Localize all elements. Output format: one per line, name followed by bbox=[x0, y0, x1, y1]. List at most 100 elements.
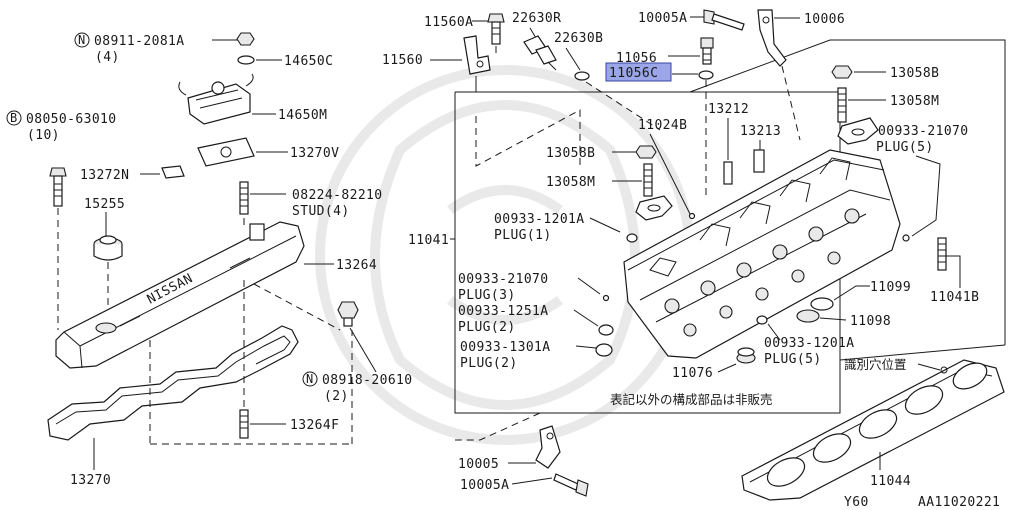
gasket-dash-frame bbox=[455, 412, 541, 441]
callout-14650C[interactable]: 14650C bbox=[237, 54, 333, 69]
part-label-08911-2081A: 08911-2081A bbox=[94, 34, 185, 49]
qty-label: (10) bbox=[27, 128, 60, 143]
cam-cap-dash-guide bbox=[475, 109, 581, 167]
callout-08050-63010[interactable]: B 08050-63010 (10) bbox=[6, 110, 117, 143]
part-label-plug: PLUG(5) bbox=[764, 352, 822, 367]
part-label-11099: 11099 bbox=[870, 280, 911, 295]
callout-15255[interactable]: 15255 bbox=[84, 197, 125, 236]
part-label-00933-1201A: 00933-1201A bbox=[764, 336, 855, 351]
callout-11099[interactable]: 11099 bbox=[833, 280, 911, 301]
part-label-plug: PLUG(3) bbox=[458, 288, 516, 303]
callout-10005A-bottom[interactable]: 10005A bbox=[460, 477, 553, 493]
callout-13270[interactable]: 13270 bbox=[70, 473, 111, 488]
callout-22630R[interactable]: 22630R bbox=[512, 11, 561, 39]
diagram-code: Y60 bbox=[844, 495, 869, 510]
plug-1201A-b-icon bbox=[756, 315, 768, 325]
washer-11056C-icon bbox=[698, 70, 714, 80]
not-for-sale-note: 表記以外の構成部品は非販売 bbox=[610, 392, 773, 407]
bolt-11056-icon bbox=[700, 37, 714, 65]
temp-sensor-22630R-icon bbox=[523, 35, 557, 71]
part-label-plug: PLUG(5) bbox=[876, 140, 934, 155]
plug-1201A-a-icon bbox=[626, 233, 638, 243]
callout-id-hole-position[interactable]: 識別穴位置 bbox=[844, 357, 941, 372]
part-label-11056: 11056 bbox=[616, 51, 657, 66]
callout-00933-1201A-b[interactable]: 00933-1201A PLUG(5) bbox=[764, 323, 855, 367]
cylinder-head-group-frame bbox=[454, 91, 841, 414]
plug-right-icon bbox=[902, 234, 910, 242]
callout-22630B[interactable]: 22630B bbox=[554, 31, 603, 71]
callout-08224-82210[interactable]: 08224-82210 STUD(4) bbox=[250, 188, 383, 219]
callout-00933-1251A[interactable]: 00933-1251A PLUG(2) bbox=[458, 304, 599, 335]
callout-13264[interactable]: 13264 bbox=[304, 258, 377, 273]
callout-13058M-center[interactable]: 13058M bbox=[546, 175, 642, 190]
callout-13272N[interactable]: 13272N bbox=[80, 165, 185, 183]
callout-13264F[interactable]: 13264F bbox=[250, 418, 339, 433]
plug-21070-left-icon bbox=[602, 294, 610, 302]
cylinder-head-11041-icon bbox=[623, 149, 901, 359]
callout-11044[interactable]: 11044 bbox=[870, 452, 911, 489]
callout-13270V[interactable]: 13270V bbox=[256, 146, 339, 161]
qty-label: (2) bbox=[324, 389, 349, 404]
nut-13058B-right-icon bbox=[831, 65, 853, 79]
nut-13058B-center-icon bbox=[635, 145, 657, 159]
part-label-13264: 13264 bbox=[336, 258, 377, 273]
bolt-10005A-top-icon bbox=[703, 9, 745, 31]
callout-13058M-right[interactable]: 13058M bbox=[848, 94, 939, 109]
part-label-00933-21070: 00933-21070 bbox=[878, 124, 969, 139]
callout-14650M[interactable]: 14650M bbox=[252, 108, 327, 123]
callout-13213[interactable]: 13213 bbox=[740, 124, 781, 150]
callout-11041B[interactable]: 11041B bbox=[930, 255, 979, 305]
oil-filler-cap-15255-icon bbox=[93, 235, 123, 261]
part-label-08224-82210: 08224-82210 bbox=[292, 188, 383, 203]
prefix-circle-B: B bbox=[10, 111, 18, 125]
callout-11098[interactable]: 11098 bbox=[819, 314, 891, 329]
part-label-11024B: 11024B bbox=[638, 118, 687, 133]
callout-08918-20610[interactable]: N 08918-20610 (2) bbox=[302, 371, 413, 404]
part-label-13272N: 13272N bbox=[80, 168, 129, 183]
callout-08911-2081A[interactable]: N 08911-2081A (4) bbox=[74, 32, 238, 65]
part-label-10005: 10005 bbox=[458, 457, 499, 472]
dowel-11024B-icon bbox=[688, 212, 696, 220]
bolt-10005A-bottom-icon bbox=[553, 473, 589, 497]
part-label-13270: 13270 bbox=[70, 473, 111, 488]
callout-10005A-top[interactable]: 10005A bbox=[638, 11, 704, 26]
head-gasket-11044-icon bbox=[741, 359, 1005, 501]
bolt-08050-icon bbox=[49, 167, 67, 207]
cam-cap-center-icon bbox=[635, 195, 673, 221]
part-label-11044: 11044 bbox=[870, 474, 911, 489]
part-label-10006: 10006 bbox=[804, 12, 845, 27]
washer-22630B-icon bbox=[574, 71, 590, 81]
callout-13058B-right[interactable]: 13058B bbox=[854, 66, 939, 81]
prefix-circle-N: N bbox=[78, 33, 86, 47]
part-label-plug: PLUG(2) bbox=[460, 356, 518, 371]
callout-13058B-center[interactable]: 13058B bbox=[546, 146, 636, 161]
callout-11056C-highlighted[interactable]: 11056C bbox=[605, 62, 698, 82]
callout-00933-1201A-a[interactable]: 00933-1201A PLUG(1) bbox=[494, 212, 621, 243]
callout-00933-21070-right[interactable]: 00933-21070 PLUG(5) bbox=[876, 124, 969, 237]
part-label-22630R: 22630R bbox=[512, 11, 561, 26]
bolt-11560A-icon bbox=[487, 13, 505, 45]
part-label-13058M: 13058M bbox=[546, 175, 595, 190]
seal-11099-11098-icon bbox=[796, 297, 834, 323]
part-label-22630B: 22630B bbox=[554, 31, 603, 46]
part-label-11098: 11098 bbox=[850, 314, 891, 329]
dowel-13213-icon bbox=[753, 149, 765, 173]
part-label-00933-1251A: 00933-1251A bbox=[458, 304, 549, 319]
callout-11560A[interactable]: 11560A bbox=[424, 15, 488, 30]
callout-11076[interactable]: 11076 bbox=[672, 363, 737, 381]
callout-10005[interactable]: 10005 bbox=[458, 457, 536, 472]
callout-10006[interactable]: 10006 bbox=[774, 12, 845, 27]
part-label-plug: PLUG(2) bbox=[458, 320, 516, 335]
plug-1251A-icon bbox=[598, 324, 614, 336]
part-label-00933-1201A: 00933-1201A bbox=[494, 212, 585, 227]
callout-13212[interactable]: 13212 bbox=[708, 102, 749, 160]
callout-11024B[interactable]: 11024B bbox=[638, 118, 691, 215]
callout-11056[interactable]: 11056 bbox=[616, 51, 700, 66]
stud-13058M-center-icon bbox=[643, 163, 653, 197]
callout-00933-21070-left[interactable]: 00933-21070 PLUG(3) bbox=[458, 272, 601, 303]
part-label-11076: 11076 bbox=[672, 366, 713, 381]
diagram-reference-number: AA11020221 bbox=[918, 495, 1000, 510]
callout-11041[interactable]: 11041 bbox=[408, 233, 455, 248]
callout-00933-1301A[interactable]: 00933-1301A PLUG(2) bbox=[460, 340, 597, 371]
callout-11560[interactable]: 11560 bbox=[382, 53, 462, 68]
